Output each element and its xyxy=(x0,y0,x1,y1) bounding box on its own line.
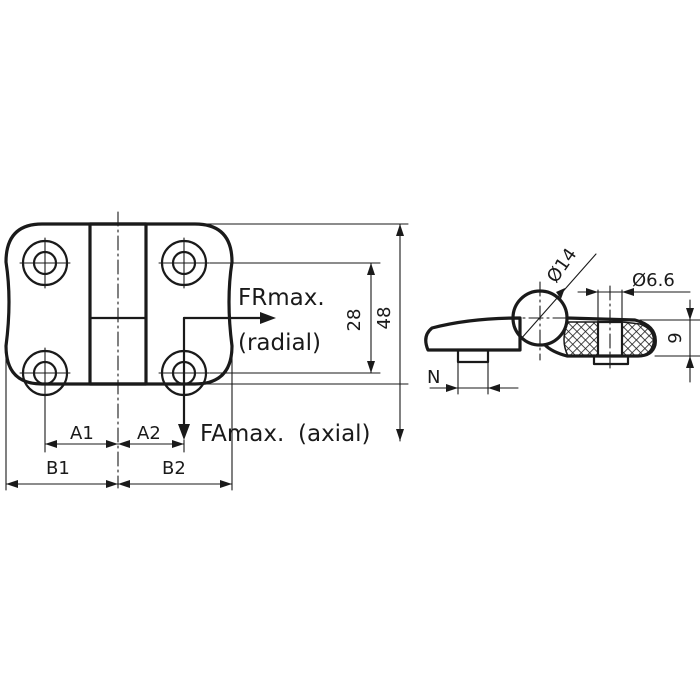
dimension-9 xyxy=(639,299,700,383)
side-left-boss xyxy=(456,348,490,364)
dimension-n xyxy=(429,361,519,395)
b1-label: B1 xyxy=(46,458,70,479)
a2-label: A2 xyxy=(137,423,161,444)
axial-force-arrow xyxy=(178,316,190,440)
dia14-label: Ø14 xyxy=(543,244,581,286)
hinge-side-view: Ø14 Ø6.6 9 N xyxy=(424,244,700,395)
dimension-9-label: 9 xyxy=(665,332,686,343)
side-right-boss xyxy=(592,354,630,366)
dia6-6-dimension xyxy=(577,288,691,323)
hinge-front-view: FRmax. (radial) FAmax. (axial) 28 48 xyxy=(4,211,409,491)
dimension-28-label: 28 xyxy=(344,309,365,332)
side-section-hatch-left xyxy=(563,321,599,357)
dimension-28 xyxy=(209,262,381,374)
dimension-48-label: 48 xyxy=(374,307,395,330)
mounting-hole-top-left xyxy=(19,237,71,289)
a1-label: A1 xyxy=(70,423,94,444)
n-label: N xyxy=(427,367,440,388)
dia6-6-label: Ø6.6 xyxy=(632,270,675,291)
dimension-48 xyxy=(194,223,409,442)
famax-label: FAmax. xyxy=(200,421,284,447)
axial-label: (axial) xyxy=(298,421,371,447)
side-right-leaf xyxy=(543,316,657,358)
radial-force-arrow xyxy=(182,312,276,324)
dimension-b xyxy=(5,345,233,491)
mounting-hole-top-right xyxy=(158,237,210,289)
side-section-hatch-right xyxy=(621,321,655,357)
radial-label: (radial) xyxy=(238,330,321,356)
hinge-body-outline xyxy=(4,222,234,386)
frmax-label: FRmax. xyxy=(238,285,325,311)
side-left-leaf xyxy=(424,316,522,352)
mounting-hole-bottom-left xyxy=(19,347,71,399)
dia14-leader xyxy=(519,253,597,341)
dimension-a xyxy=(44,397,185,453)
b2-label: B2 xyxy=(162,458,186,479)
